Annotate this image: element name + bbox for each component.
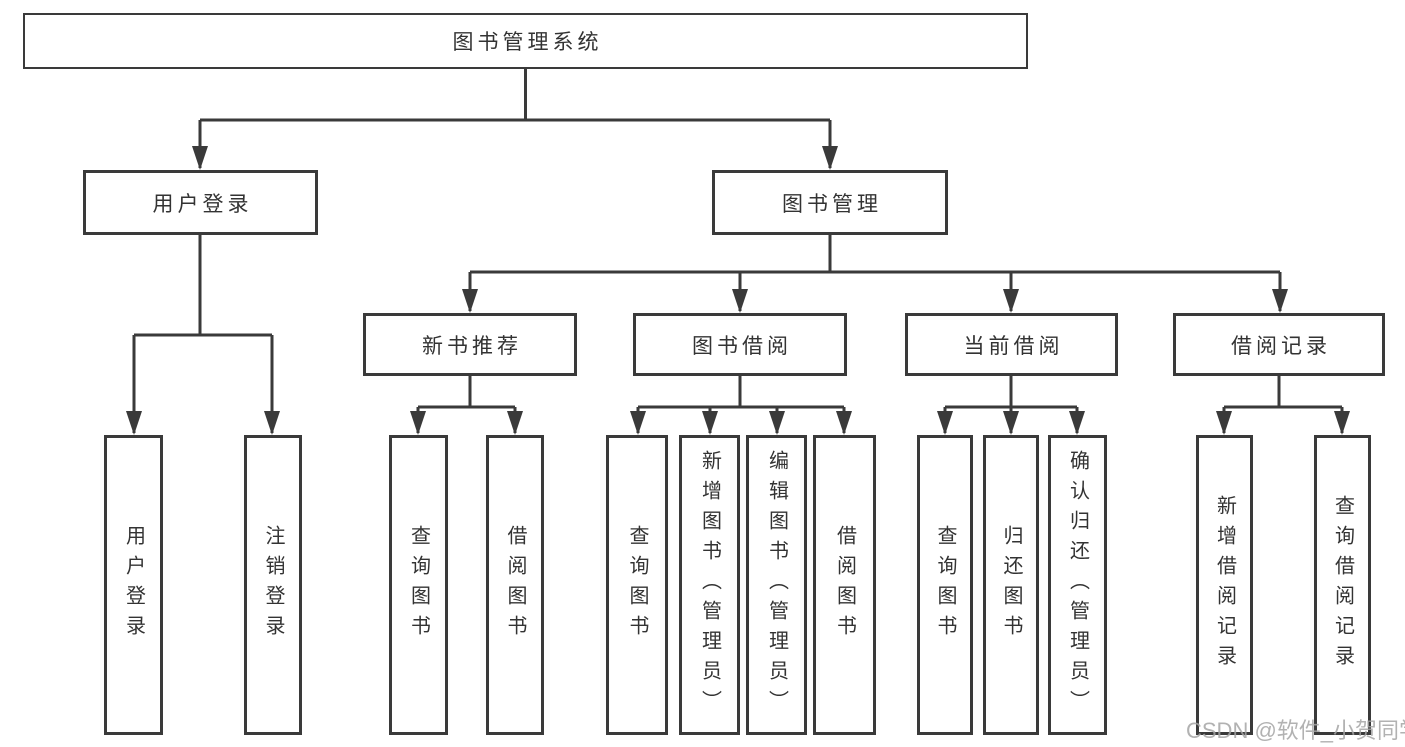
- node-leaf-logout-label: 注销登录: [262, 525, 284, 645]
- node-book-borrow: 图书借阅: [633, 313, 847, 376]
- node-root-label: 图书管理系统: [452, 31, 603, 54]
- node-leaf-cb-confirm-return: 确认归还（管理员）: [1048, 435, 1107, 735]
- node-leaf-nb-query-books-label: 查询图书: [407, 525, 430, 645]
- node-leaf-cb-confirm-return-label: 确认归还（管理员）: [1066, 450, 1089, 720]
- node-leaf-cb-query-books-label: 查询图书: [934, 525, 956, 645]
- node-leaf-cb-return-books: 归还图书: [983, 435, 1039, 735]
- node-user-login: 用户登录: [83, 170, 318, 235]
- node-leaf-br-add-record: 新增借阅记录: [1196, 435, 1253, 735]
- node-leaf-user-login-label: 用户登录: [122, 525, 145, 645]
- node-leaf-cb-return-books-label: 归还图书: [1000, 525, 1022, 645]
- node-leaf-bb-add-books-label: 新增图书（管理员）: [698, 450, 721, 720]
- node-leaf-nb-borrow-books-label: 借阅图书: [504, 525, 526, 645]
- node-leaf-cb-query-books: 查询图书: [917, 435, 973, 735]
- node-current-borrow: 当前借阅: [905, 313, 1118, 376]
- node-leaf-bb-query-books-label: 查询图书: [626, 525, 648, 645]
- node-root: 图书管理系统: [23, 13, 1028, 69]
- node-leaf-bb-query-books: 查询图书: [606, 435, 668, 735]
- node-leaf-bb-borrow-books-label: 借阅图书: [833, 525, 856, 645]
- node-leaf-user-login: 用户登录: [104, 435, 163, 735]
- node-leaf-logout: 注销登录: [244, 435, 302, 735]
- node-user-login-label: 用户登录: [152, 192, 253, 216]
- node-leaf-br-add-record-label: 新增借阅记录: [1213, 495, 1236, 675]
- node-leaf-bb-add-books: 新增图书（管理员）: [679, 435, 740, 735]
- node-leaf-bb-edit-books-label: 编辑图书（管理员）: [765, 450, 788, 720]
- node-borrow-record-label: 借阅记录: [1231, 334, 1331, 358]
- node-leaf-br-query-record: 查询借阅记录: [1314, 435, 1371, 735]
- node-leaf-nb-query-books: 查询图书: [389, 435, 448, 735]
- node-borrow-record: 借阅记录: [1173, 313, 1385, 376]
- node-book-borrow-label: 图书借阅: [692, 334, 792, 358]
- node-new-book-recommend: 新书推荐: [363, 313, 577, 376]
- node-book-management: 图书管理: [712, 170, 948, 235]
- node-new-book-recommend-label: 新书推荐: [422, 334, 522, 358]
- node-leaf-bb-edit-books: 编辑图书（管理员）: [746, 435, 807, 735]
- node-book-management-label: 图书管理: [782, 192, 882, 216]
- node-leaf-nb-borrow-books: 借阅图书: [486, 435, 544, 735]
- csdn-watermark: CSDN @软件_小贺同学: [1186, 718, 1405, 743]
- node-current-borrow-label: 当前借阅: [963, 334, 1064, 358]
- node-leaf-br-query-record-label: 查询借阅记录: [1331, 495, 1354, 675]
- node-leaf-bb-borrow-books: 借阅图书: [813, 435, 876, 735]
